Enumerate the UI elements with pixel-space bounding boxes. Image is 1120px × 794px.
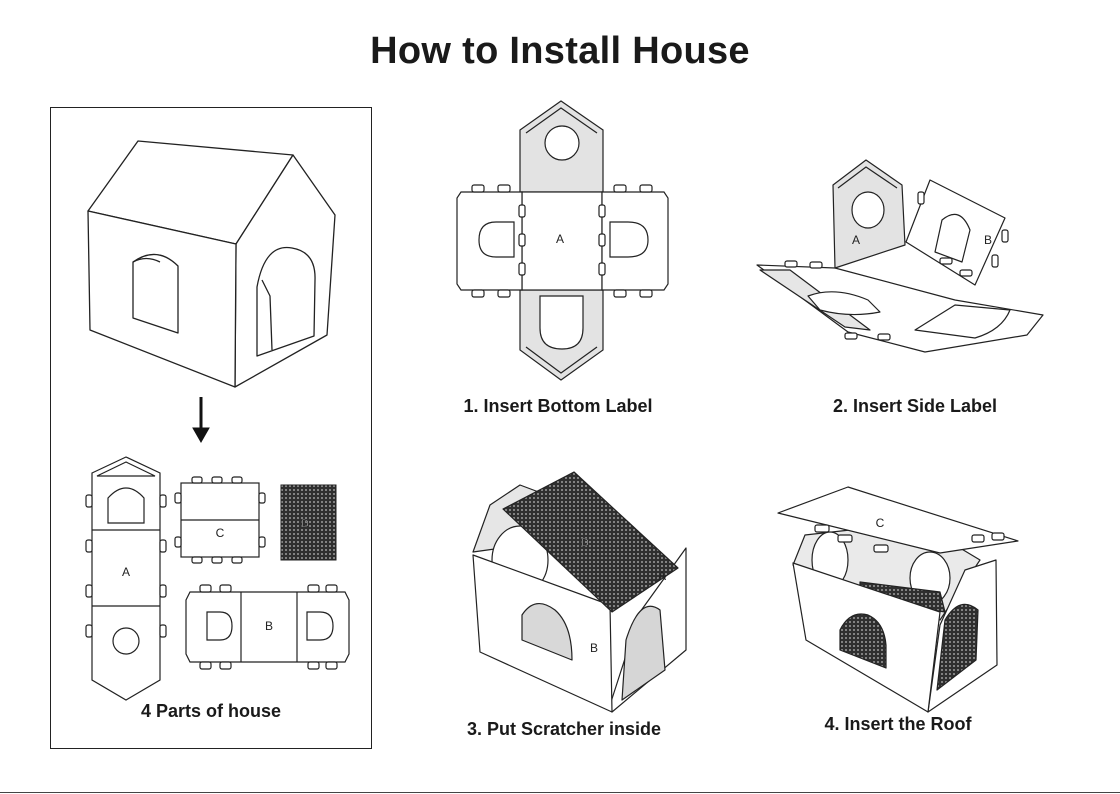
parts-panel [50, 107, 372, 749]
step3-part-a-label: A [658, 569, 666, 583]
part-c-label: C [216, 526, 225, 540]
step3-scratcher-house [472, 471, 687, 713]
step3-part-b-label: B [590, 641, 598, 655]
part-a-flat [85, 456, 167, 701]
part-d-scratcher [280, 484, 337, 561]
caption-parts: 4 Parts of house [140, 701, 282, 721]
part-c-flat [174, 476, 266, 564]
step4-part-c-label: C [876, 516, 885, 530]
caption-step4: 4. Insert the Roof [824, 714, 972, 734]
step2-part-a-label: A [852, 233, 860, 247]
part-b-label: B [265, 619, 273, 633]
step1-bottom-net [456, 100, 669, 381]
step2-part-b-label: B [984, 233, 992, 247]
step3-part-d-label: D [581, 537, 589, 549]
caption-step2: 2. Insert Side Label [832, 396, 998, 416]
step2-side-fold [756, 159, 1044, 353]
part-b-flat [185, 584, 350, 670]
step1-part-a-label: A [556, 232, 564, 246]
caption-step3: 3. Put Scratcher inside [466, 719, 662, 739]
assembled-house-drawing [87, 140, 336, 388]
page-title: How to Install House [370, 30, 750, 72]
down-arrow-icon [192, 397, 210, 444]
step4-roof-house [777, 486, 1019, 713]
part-a-label: A [122, 565, 130, 579]
part-d-label: D [301, 518, 309, 530]
caption-step1: 1. Insert Bottom Label [463, 396, 653, 416]
bottom-divider [0, 792, 1120, 793]
